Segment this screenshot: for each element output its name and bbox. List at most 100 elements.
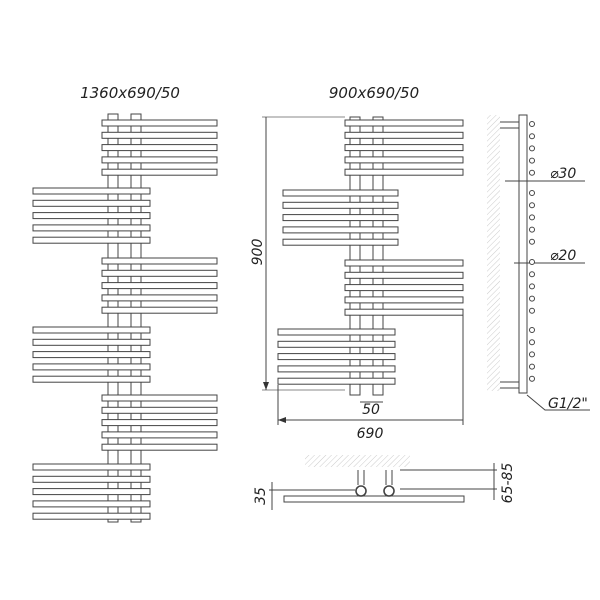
towel-bar (101, 306, 218, 314)
bar-section-circle (529, 238, 535, 245)
towel-bar (101, 269, 218, 277)
towel-bar (282, 226, 399, 234)
bar-section-circle (529, 283, 535, 290)
towel-bar (277, 377, 396, 385)
towel-bar (101, 168, 218, 176)
pipe-left-circle (355, 485, 367, 497)
towel-bar (101, 282, 218, 290)
towel-bar (101, 394, 218, 402)
towel-bar (32, 488, 151, 496)
towel-bar (32, 475, 151, 483)
towel-bar (277, 365, 396, 373)
bar-section-circle (529, 259, 535, 265)
towel-bar (32, 512, 151, 520)
towel-bar (32, 236, 151, 244)
towel-bar (32, 187, 151, 195)
bar-section-circle (529, 351, 535, 358)
vertical-collector (372, 116, 384, 396)
towel-bar (101, 294, 218, 302)
diameter-20-label: ⌀20 (550, 248, 576, 264)
towel-bar (282, 214, 399, 222)
offset-dim-lines (269, 463, 497, 510)
bar-section-circle (529, 327, 535, 333)
height-extension-lines (262, 116, 345, 391)
towel-bar (32, 351, 151, 359)
wall-brackets (500, 121, 519, 389)
towel-bar (344, 271, 464, 279)
towel-bar (32, 500, 151, 508)
wall-hatch-top (305, 455, 410, 467)
spacing-dim-label: 50 (362, 402, 380, 418)
bar-section-circle (529, 295, 535, 302)
towel-bar (344, 156, 464, 164)
bar-section-circle (529, 363, 535, 370)
towel-bar (101, 406, 218, 414)
towel-bar (101, 431, 218, 439)
bar-section-circle (529, 133, 535, 140)
side-collector (518, 114, 528, 394)
towel-bar (32, 326, 151, 334)
towel-bar (282, 189, 399, 197)
towel-bar (32, 375, 151, 383)
towel-bar (101, 257, 218, 265)
model-label-900: 900x690/50 (329, 84, 419, 102)
bar-section-circle (529, 202, 535, 209)
towel-bar (344, 119, 464, 127)
top-pipes (357, 470, 393, 485)
towel-bar (101, 443, 218, 451)
wall-hatch (487, 115, 500, 391)
bar-section-circle (529, 271, 535, 278)
towel-bar (101, 131, 218, 139)
bar-section-circle (529, 145, 535, 152)
bar-section-circle (529, 375, 535, 382)
bar-section-circle (529, 226, 535, 233)
bar-section-circle (529, 339, 535, 346)
towel-bar (344, 284, 464, 292)
towel-bar (101, 156, 218, 164)
towel-bar (101, 144, 218, 152)
towel-bar (344, 131, 464, 139)
top-view (269, 455, 497, 510)
dimension-lines (262, 116, 464, 425)
towel-bar (282, 238, 399, 246)
towel-bar (344, 296, 464, 304)
depth-label: 35 (253, 487, 269, 505)
connection-label: G1/2" (548, 396, 588, 412)
vertical-collector (349, 116, 361, 396)
height-dim-label: 900 (250, 239, 266, 266)
towel-bar (101, 419, 218, 427)
towel-bar (32, 338, 151, 346)
top-bar (283, 495, 465, 503)
towel-bar (277, 328, 396, 336)
front-view-1360 (32, 113, 218, 523)
vertical-collector (107, 113, 119, 523)
diameter-30-label: ⌀30 (550, 166, 576, 182)
towel-bar (277, 340, 396, 348)
towel-bar (32, 199, 151, 207)
vertical-collector (130, 113, 142, 523)
towel-bar (101, 119, 218, 127)
towel-bar (32, 363, 151, 371)
towel-bar (282, 201, 399, 209)
bar-section-circle (529, 121, 535, 127)
model-label-1360: 1360x690/50 (80, 84, 180, 102)
bar-section-circle (529, 169, 535, 176)
front-view-900 (277, 116, 464, 396)
towel-bar (344, 168, 464, 176)
towel-bar (32, 212, 151, 220)
bar-section-circle (529, 307, 535, 314)
towel-bar (344, 259, 464, 267)
width-dim-label: 690 (357, 426, 384, 442)
pipe-right-circle (383, 485, 395, 497)
towel-bar (32, 463, 151, 471)
towel-bar (277, 353, 396, 361)
bar-section-circle (529, 157, 535, 164)
wall-offset-label: 65-85 (500, 463, 516, 504)
bar-section-circle (529, 214, 535, 221)
bar-section-circle (529, 190, 535, 196)
connection-leader (526, 394, 590, 411)
towel-bar (344, 144, 464, 152)
towel-bar (344, 308, 464, 316)
